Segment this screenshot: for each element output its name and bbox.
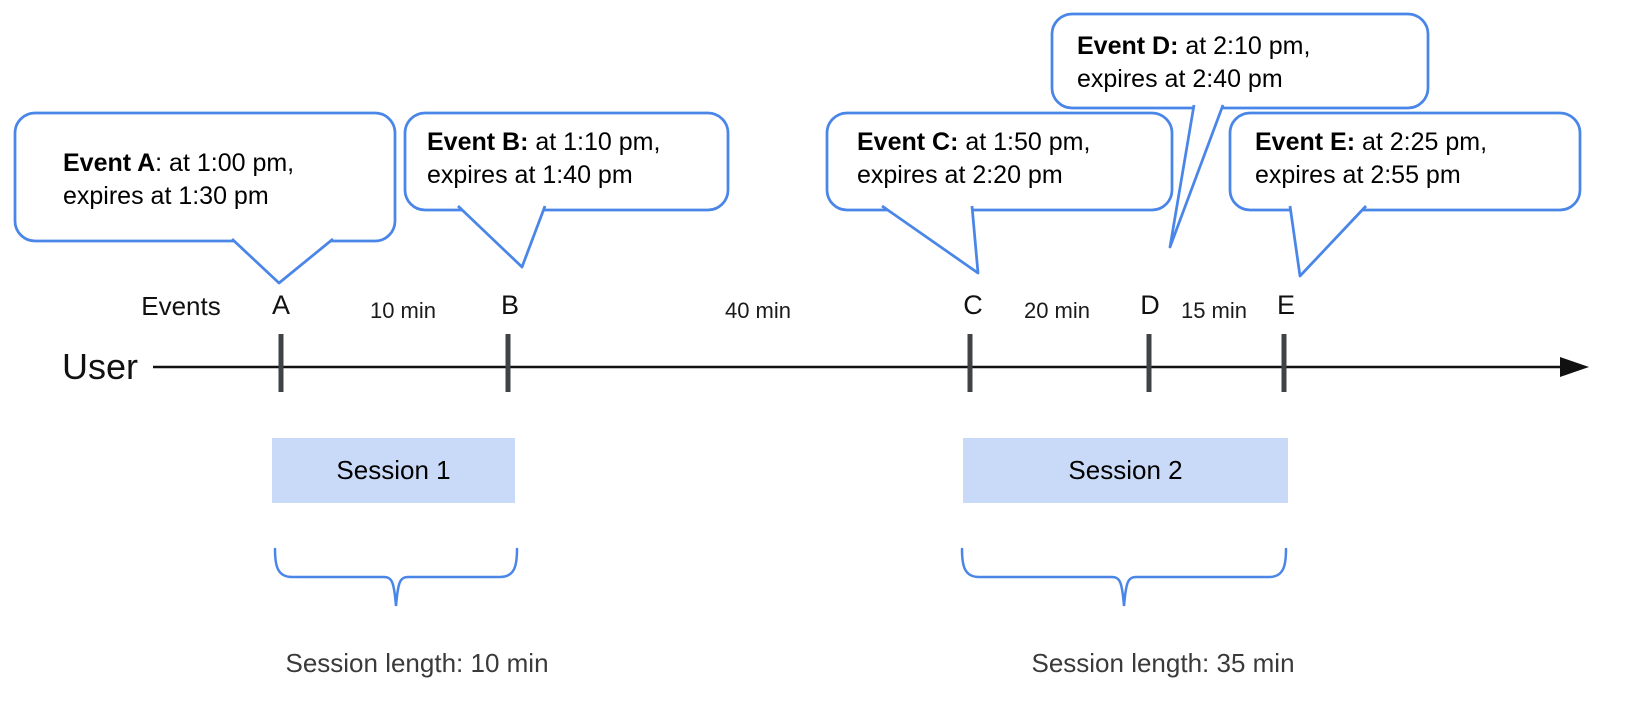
callout-text-e: Event E: at 2:25 pm, expires at 2:55 pm bbox=[1255, 126, 1487, 192]
tick-label-b: B bbox=[500, 290, 520, 320]
interval-label-d-e: 15 min bbox=[1180, 298, 1248, 323]
callout-bubble-d bbox=[1050, 12, 1430, 110]
session2-bar: Session 2 bbox=[963, 438, 1288, 503]
callout-tail-b bbox=[457, 205, 547, 269]
callout-d-line2: expires at 2:40 pm bbox=[1077, 65, 1283, 93]
tick-event-a bbox=[278, 334, 284, 392]
tick-label-c: C bbox=[963, 290, 983, 320]
callout-bubble-a bbox=[13, 111, 397, 243]
tick-event-c bbox=[967, 334, 973, 392]
user-axis-label: User bbox=[62, 346, 139, 387]
callout-text-b: Event B: at 1:10 pm, expires at 1:40 pm bbox=[427, 126, 660, 192]
tick-event-d bbox=[1146, 334, 1152, 392]
session1-brace bbox=[273, 547, 519, 607]
callout-d-line1: Event D: at 2:10 pm, bbox=[1077, 32, 1311, 60]
callout-tail-d bbox=[1168, 104, 1225, 249]
session2-length-caption: Session length: 35 min bbox=[1031, 648, 1295, 678]
tick-event-b bbox=[505, 334, 511, 392]
callout-tail-c bbox=[881, 204, 980, 275]
callout-text-d: Event D: at 2:10 pm, expires at 2:40 pm bbox=[1077, 30, 1310, 96]
tick-label-d: D bbox=[1140, 290, 1160, 320]
timeline-arrowhead bbox=[1560, 357, 1589, 377]
callout-bubble-b bbox=[403, 111, 730, 212]
callout-c-line2: expires at 2:20 pm bbox=[857, 161, 1063, 189]
interval-label-b-c: 40 min bbox=[724, 298, 792, 323]
session2-label: Session 2 bbox=[1068, 455, 1183, 485]
callout-e-line1: Event E: at 2:25 pm, bbox=[1255, 128, 1488, 156]
session1-bar: Session 1 bbox=[272, 438, 515, 503]
interval-label-a-b: 10 min bbox=[369, 298, 437, 323]
callout-tail-a bbox=[231, 237, 334, 285]
callout-e-line2: expires at 2:55 pm bbox=[1255, 161, 1461, 189]
callout-c-line1: Event C: at 1:50 pm, bbox=[857, 128, 1091, 156]
callout-text-c: Event C: at 1:50 pm, expires at 2:20 pm bbox=[857, 126, 1090, 192]
tick-label-e: E bbox=[1276, 290, 1296, 320]
events-axis-label: Events bbox=[141, 291, 221, 321]
session1-label: Session 1 bbox=[336, 455, 451, 485]
callout-a-line2: expires at 1:30 pm bbox=[63, 182, 269, 210]
callout-a-line1: Event A: at 1:00 pm, bbox=[63, 149, 295, 177]
interval-label-c-d: 20 min bbox=[1023, 298, 1091, 323]
callout-bubble-e bbox=[1228, 111, 1582, 212]
session2-brace bbox=[960, 547, 1288, 607]
callout-b-line1: Event B: at 1:10 pm, bbox=[427, 128, 661, 156]
tick-event-e bbox=[1281, 334, 1287, 392]
session1-length-caption: Session length: 10 min bbox=[285, 648, 549, 678]
tick-label-a: A bbox=[271, 290, 291, 320]
callout-tail-e bbox=[1288, 205, 1368, 278]
callout-b-line2: expires at 1:40 pm bbox=[427, 161, 633, 189]
callout-bubble-c bbox=[825, 111, 1174, 212]
callout-text-a: Event A: at 1:00 pm, expires at 1:30 pm bbox=[63, 147, 294, 213]
